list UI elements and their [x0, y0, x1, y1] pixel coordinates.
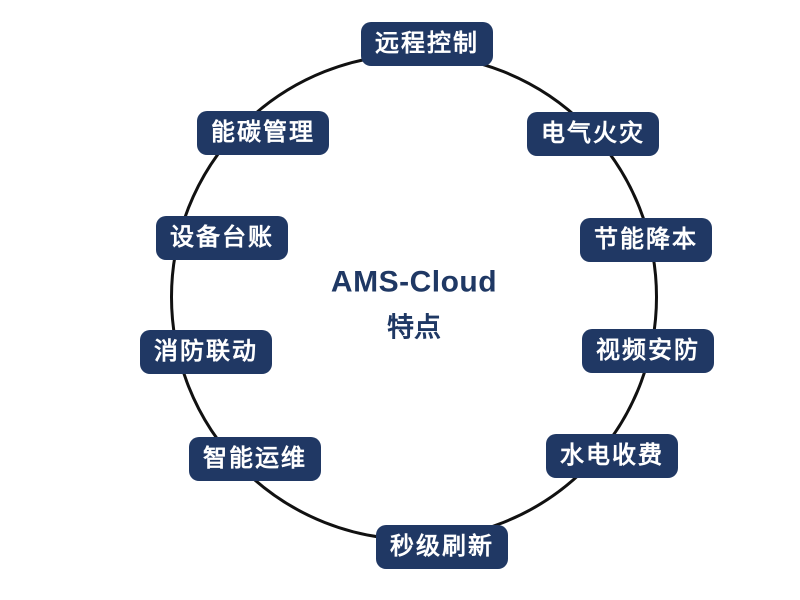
center-title: AMS-Cloud [330, 265, 498, 299]
feature-badge: 设备台账 [156, 216, 288, 260]
feature-badge: 能碳管理 [197, 111, 329, 155]
feature-badge: 电气火灾 [527, 112, 659, 156]
feature-badge: 视频安防 [582, 329, 714, 373]
feature-badge: 消防联动 [140, 330, 272, 374]
feature-badge: 智能运维 [189, 437, 321, 481]
center-subtitle: 特点 [386, 312, 441, 343]
diagram-center-label: AMS-Cloud 特点 [331, 266, 497, 345]
feature-badge: 秒级刷新 [376, 525, 508, 569]
feature-badge: 水电收费 [546, 434, 678, 478]
feature-badge: 节能降本 [580, 218, 712, 262]
feature-badge: 远程控制 [361, 22, 493, 66]
